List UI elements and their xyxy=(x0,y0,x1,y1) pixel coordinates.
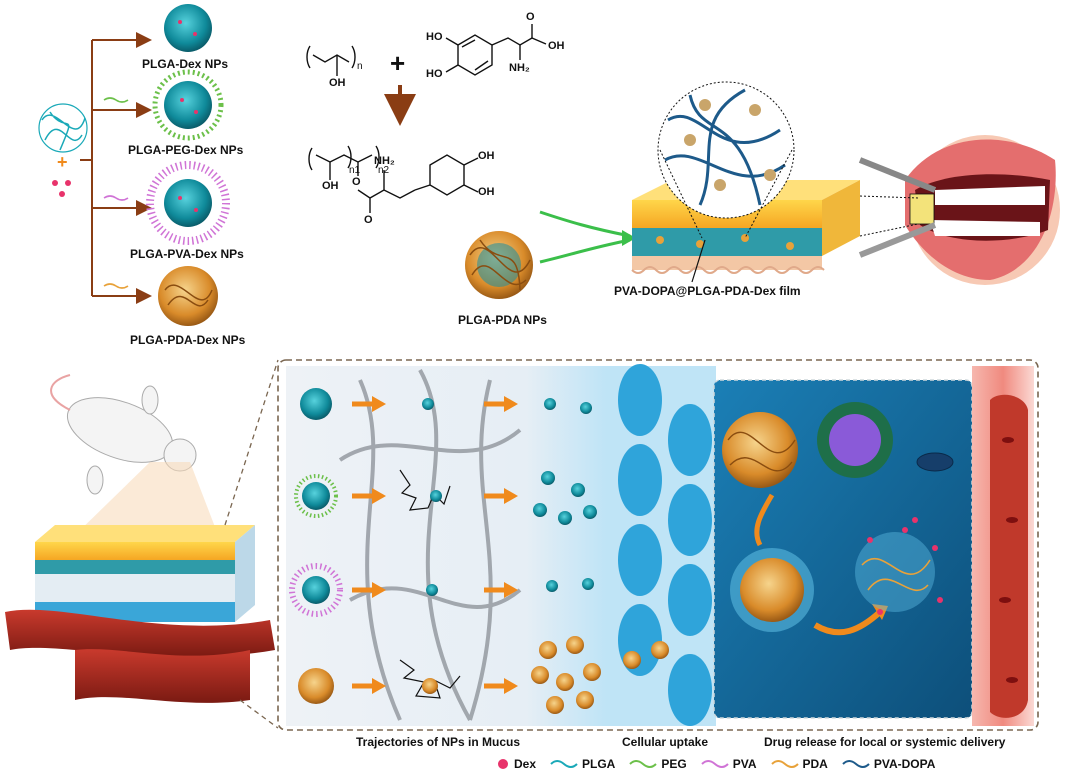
wave-icon xyxy=(700,760,729,768)
legend-label-peg: PEG xyxy=(661,757,687,771)
process-panel-frame xyxy=(277,359,1039,731)
zoom-inset-circle xyxy=(657,81,795,239)
wave-icon xyxy=(770,760,799,768)
pda-squiggle xyxy=(103,283,129,289)
np-row-pda xyxy=(298,636,669,714)
green-flow-arrow xyxy=(539,210,636,264)
pvadopa-nh2: NH₂ xyxy=(374,155,395,167)
blood-cells xyxy=(999,437,1018,683)
legend-label-pva: PVA xyxy=(732,757,757,771)
legend-item-plga: PLGA xyxy=(550,757,615,771)
caption-trajectories: Trajectories of NPs in Mucus xyxy=(356,735,521,749)
np-label-plga-peg-dex: PLGA-PEG-Dex NPs xyxy=(128,143,244,157)
plus: + xyxy=(390,48,406,78)
caption-release: Drug release for local or systemic deliv… xyxy=(764,735,1006,749)
pvadopa-n2: n2 xyxy=(378,165,390,176)
legend-item-peg: PEG xyxy=(629,757,687,771)
legend: Dex PLGA PEG PVA PDA PVA-DOPA xyxy=(496,754,949,774)
endocytosis-np xyxy=(722,412,798,488)
zoom-connector-lines xyxy=(224,359,279,729)
film-label: PVA-DOPA@PLGA-PDA-Dex film xyxy=(614,284,801,298)
plga-pda-np-large xyxy=(465,231,533,299)
dopa-nh2: NH₂ xyxy=(509,62,530,74)
pvadopa-n1: n1 xyxy=(349,165,361,176)
plga-pva-dex-np-icon xyxy=(146,161,230,245)
legend-label-pda: PDA xyxy=(802,757,828,771)
pvadopa-oh: OH xyxy=(322,180,339,192)
plga-pda-dex-np-icon xyxy=(158,266,218,326)
nucleus xyxy=(817,402,893,478)
mitochondrion xyxy=(916,452,954,472)
pva-squiggle xyxy=(103,195,129,201)
dot-icon xyxy=(498,759,508,769)
caption-uptake: Cellular uptake xyxy=(622,735,709,749)
legend-label-dex: Dex xyxy=(514,757,537,771)
mouth-illustration xyxy=(858,135,1060,285)
vesicle-np xyxy=(730,548,814,632)
pva-oh: OH xyxy=(329,77,346,89)
pva-n: n xyxy=(357,61,363,72)
dopa-ho1: HO xyxy=(426,31,443,43)
pva-dopa-structure xyxy=(308,145,479,213)
wave-icon xyxy=(629,760,658,768)
legend-item-pda: PDA xyxy=(770,757,828,771)
dopa-oh: OH xyxy=(548,40,565,52)
pvadopa-o2: O xyxy=(364,214,373,226)
wave-icon xyxy=(842,760,870,768)
np-row-peg xyxy=(294,469,597,525)
mucosa-block xyxy=(5,525,275,703)
dopa-structure xyxy=(445,24,547,76)
dex-dots xyxy=(52,180,71,197)
np-label-plga-pda-dex: PLGA-PDA-Dex NPs xyxy=(130,333,246,347)
pvadopa-oh1: OH xyxy=(478,150,495,162)
np-label-plga-dex: PLGA-Dex NPs xyxy=(142,57,229,71)
pvadopa-oh2: OH xyxy=(478,186,495,198)
plus-sign-orange: + xyxy=(57,152,68,172)
legend-item-pva: PVA xyxy=(700,757,757,771)
mouse-illustration xyxy=(50,374,220,540)
pva-structure xyxy=(306,45,356,76)
dopa-ho2: HO xyxy=(426,68,443,80)
plga-dex-np-icon xyxy=(164,4,212,52)
dopa-o: O xyxy=(526,11,535,23)
epithelium-cells xyxy=(606,364,716,726)
pvadopa-o1: O xyxy=(352,176,361,188)
plga-polymer-cluster xyxy=(38,103,88,153)
plga-pda-np-label: PLGA-PDA NPs xyxy=(458,313,547,327)
blood-vessel xyxy=(990,394,1028,718)
branch-arrows xyxy=(80,32,152,304)
film-pointer xyxy=(691,239,706,283)
legend-item-dex: Dex xyxy=(496,757,536,771)
disrupted-np xyxy=(855,517,943,615)
legend-label-plga: PLGA xyxy=(582,757,616,771)
release-arrow-2 xyxy=(813,609,883,636)
release-arrow-1 xyxy=(754,493,775,547)
np-row-pva xyxy=(289,563,594,617)
plga-peg-dex-np-icon xyxy=(152,69,224,141)
peg-squiggle xyxy=(103,97,129,103)
mucus-fibers xyxy=(338,369,522,721)
np-row-plga xyxy=(300,388,592,420)
np-label-plga-pva-dex: PLGA-PVA-Dex NPs xyxy=(130,247,244,261)
legend-label-pva-dopa: PVA-DOPA xyxy=(873,757,936,771)
mouth-zoom-lines xyxy=(859,195,919,237)
wave-icon xyxy=(550,760,578,768)
legend-item-pva-dopa: PVA-DOPA xyxy=(842,757,936,771)
